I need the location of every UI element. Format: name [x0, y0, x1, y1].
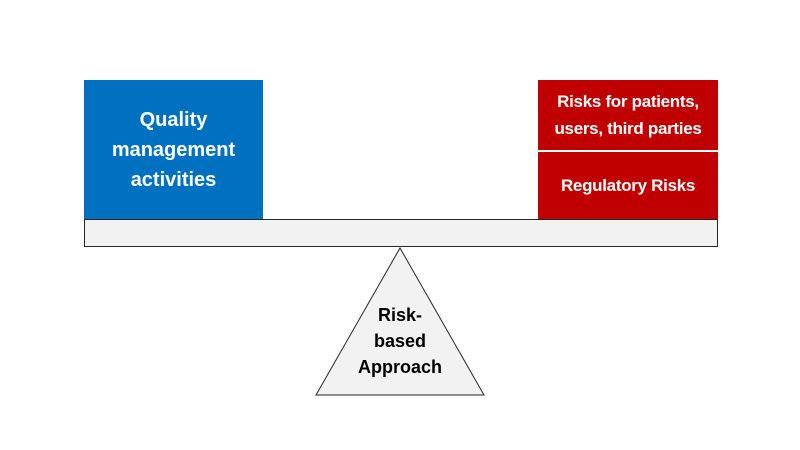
fulcrum-label-line-2: based — [373, 331, 427, 351]
quality-label-line-3: activities — [130, 168, 217, 191]
fulcrum-label-line-1: Risk- — [377, 305, 422, 325]
balance-beam — [84, 219, 718, 247]
regulatory-risks-box: Regulatory Risks — [538, 152, 718, 219]
quality-label-line-2: management — [111, 138, 236, 161]
quality-management-box: Quality management activities — [84, 80, 263, 219]
patient-user-risks-label: Risks for patients, users, third parties — [554, 88, 701, 142]
regulatory-risks-label: Regulatory Risks — [560, 176, 696, 195]
patient-user-risks-box: Risks for patients, users, third parties — [538, 80, 718, 150]
risks-label-line-2: users, third parties — [554, 119, 702, 138]
fulcrum-label-line-3: Approach — [357, 357, 442, 377]
quality-label-line-1: Quality — [139, 108, 208, 131]
quality-management-label: Quality management activities — [112, 105, 235, 195]
fulcrum-label: Risk- based Approach — [340, 302, 460, 380]
risks-label-line-1: Risks for patients, — [557, 92, 699, 111]
